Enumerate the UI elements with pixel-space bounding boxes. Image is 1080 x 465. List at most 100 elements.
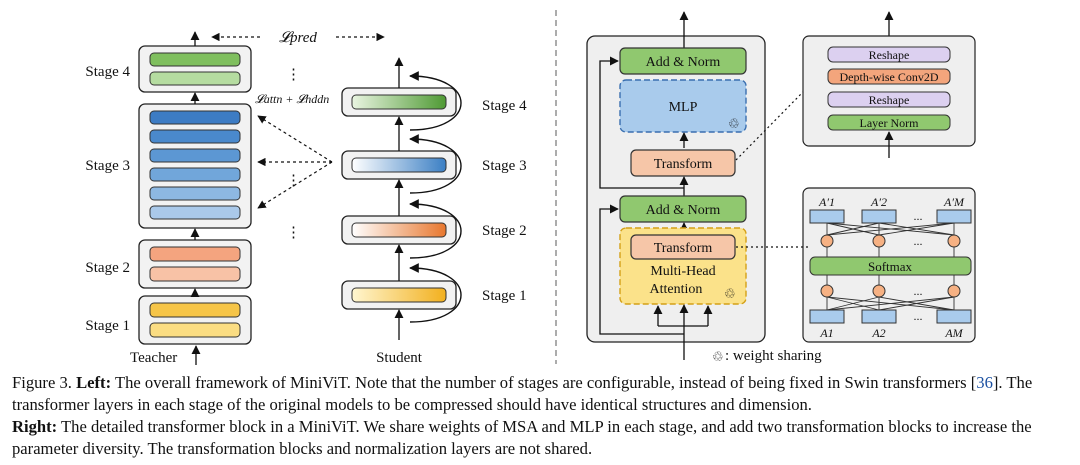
student-stage1-label: Stage 1 bbox=[482, 288, 527, 304]
dwconv-conv bbox=[827, 68, 951, 85]
student-stage4-label: Stage 4 bbox=[482, 98, 527, 114]
figure-caption: Figure 3. Left: The overall framework of… bbox=[12, 372, 1072, 460]
citation-link[interactable]: 36 bbox=[976, 373, 993, 392]
teacher-ellipsis: ⋮ bbox=[286, 225, 301, 241]
loss-attn-hddn-label: 𝓛attn + 𝓛hddn bbox=[255, 92, 329, 106]
teacher-stage3-layer bbox=[149, 167, 241, 182]
teacher-label: Teacher bbox=[130, 350, 177, 366]
loss-pred-label: 𝓛pred bbox=[279, 30, 317, 46]
add-norm-top-label: Add & Norm bbox=[646, 55, 721, 70]
student-stage3-layer bbox=[351, 157, 447, 173]
teacher-column: Stage 1 Stage 2 Stage 3 Stage 4 Teacher bbox=[85, 31, 252, 366]
mix-edges-lower bbox=[826, 222, 955, 311]
teacher-stage1-label: Stage 1 bbox=[85, 318, 130, 334]
head-in-box bbox=[809, 309, 845, 324]
recycle-icon: ♲ bbox=[728, 116, 740, 131]
residual-bottom bbox=[599, 204, 684, 335]
teacher-stage3-layer bbox=[149, 186, 241, 201]
mix-node bbox=[820, 284, 834, 298]
add-norm-bottom-label: Add & Norm bbox=[646, 203, 721, 218]
attn-transform-detail: A′1 A′2 A′M ... ... Softmax ... bbox=[736, 187, 976, 343]
teacher-ellipsis: ⋮ bbox=[286, 173, 301, 189]
left-label: Left: bbox=[76, 373, 112, 392]
student-stage1-layer bbox=[351, 287, 447, 303]
add-norm-bottom bbox=[619, 195, 747, 223]
dwconv-link bbox=[735, 91, 804, 161]
head-dots: ... bbox=[914, 209, 923, 223]
legend-text: : weight sharing bbox=[725, 348, 822, 364]
layer-norm bbox=[827, 114, 951, 131]
transformer-block: Add & Norm MLP ♲ Transform Add & Norm Tr… bbox=[586, 11, 766, 360]
add-norm-top bbox=[619, 47, 747, 75]
head-out-box bbox=[936, 209, 972, 224]
head-out-box bbox=[809, 209, 845, 224]
student-column: Stage 1 Stage 2 Stage 3 Stage 4 Student bbox=[341, 57, 527, 366]
reshape-bottom bbox=[827, 91, 951, 108]
head-in-label: AM bbox=[944, 326, 963, 340]
teacher-stage3-layer bbox=[149, 110, 241, 125]
node-dots: ... bbox=[914, 284, 923, 298]
dwconv-conv-label: Depth-wise Conv2D bbox=[840, 70, 939, 84]
transform-top-label: Transform bbox=[654, 157, 713, 172]
head-in-box bbox=[861, 309, 897, 324]
student-stage4-layer bbox=[351, 94, 447, 110]
figure-number: Figure 3. bbox=[12, 373, 72, 392]
teacher-stage2-layer bbox=[149, 266, 241, 282]
student-stage2-label: Stage 2 bbox=[482, 223, 527, 239]
teacher-stage3-layer bbox=[149, 129, 241, 144]
mix-node bbox=[872, 234, 886, 248]
transform-bottom-label: Transform bbox=[654, 241, 713, 256]
student-stage2-loop bbox=[409, 199, 462, 259]
figure-diagram: Stage 1 Stage 2 Stage 3 Stage 4 Teacher bbox=[85, 10, 976, 366]
right-label: Right: bbox=[12, 417, 58, 436]
teacher-stage4-layer bbox=[149, 71, 241, 86]
teacher-stage3-label: Stage 3 bbox=[85, 158, 130, 174]
dwconv-detail: Reshape Depth-wise Conv2D Reshape Layer … bbox=[735, 11, 976, 161]
mix-edges-upper bbox=[826, 223, 955, 257]
head-out-label: A′1 bbox=[818, 195, 835, 209]
teacher-stage2-label: Stage 2 bbox=[85, 260, 130, 276]
student-stage4-loop bbox=[409, 71, 462, 131]
softmax-label: Softmax bbox=[868, 259, 913, 274]
head-out-label: A′2 bbox=[870, 195, 887, 209]
head-in-box bbox=[936, 309, 972, 324]
head-out-label: A′M bbox=[943, 195, 965, 209]
teacher-stage4-label: Stage 4 bbox=[85, 64, 130, 80]
distill-arrows bbox=[257, 115, 333, 209]
transform-bottom bbox=[630, 234, 736, 260]
student-stage3-loop bbox=[409, 134, 462, 194]
transform-top bbox=[630, 149, 736, 177]
mlp-label: MLP bbox=[669, 100, 698, 115]
mix-node bbox=[820, 234, 834, 248]
teacher-ellipsis: ⋮ bbox=[286, 67, 301, 83]
mha-label-line2: Attention bbox=[650, 282, 703, 297]
teacher-stage3-layer bbox=[149, 205, 241, 220]
head-in-label: A2 bbox=[871, 326, 885, 340]
reshape-bottom-label: Reshape bbox=[869, 93, 910, 107]
teacher-stage2-layer bbox=[149, 246, 241, 262]
teacher-stage1-layer bbox=[149, 302, 241, 318]
reshape-top bbox=[827, 46, 951, 63]
recycle-icon: ♲ bbox=[712, 349, 724, 364]
student-stage3-label: Stage 3 bbox=[482, 158, 527, 174]
mlp-block bbox=[619, 79, 747, 133]
layer-norm-label: Layer Norm bbox=[860, 116, 920, 130]
node-dots: ... bbox=[914, 234, 923, 248]
student-stage2-layer bbox=[351, 222, 447, 238]
left-text-b: ]. The transformer layers in each stage … bbox=[12, 373, 1033, 414]
recycle-icon: ♲ bbox=[724, 286, 736, 301]
mha-label-line1: Multi-Head bbox=[650, 264, 715, 279]
mix-node bbox=[947, 234, 961, 248]
head-in-label: A1 bbox=[819, 326, 833, 340]
student-stage1-loop bbox=[409, 263, 462, 323]
teacher-stage1-layer bbox=[149, 322, 241, 338]
teacher-stage4-layer bbox=[149, 52, 241, 67]
teacher-stage3-layer bbox=[149, 148, 241, 163]
mix-node bbox=[872, 284, 886, 298]
right-text: The detailed transformer block in a Mini… bbox=[12, 417, 1032, 458]
student-label: Student bbox=[376, 350, 423, 366]
mix-node bbox=[947, 284, 961, 298]
head-out-box bbox=[861, 209, 897, 224]
head-dots: ... bbox=[914, 309, 923, 323]
residual-top bbox=[599, 56, 684, 189]
